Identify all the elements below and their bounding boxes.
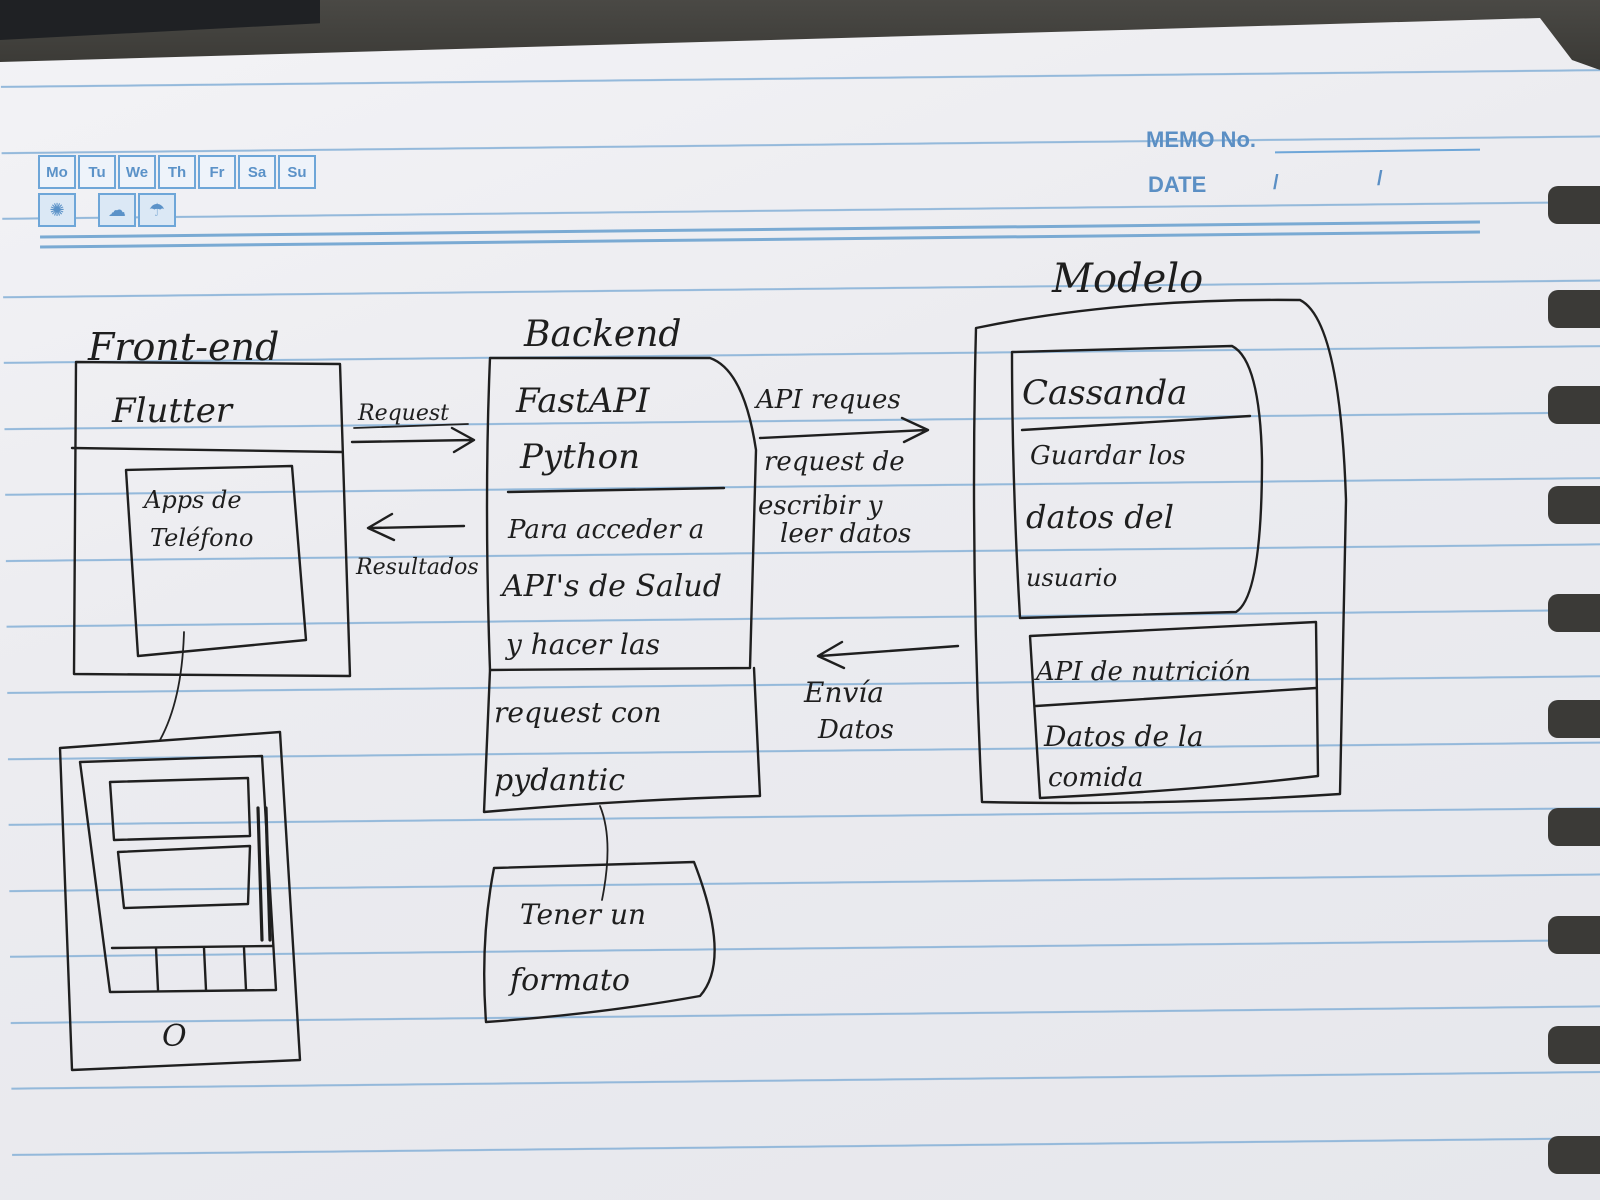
cassandra-desc-1: Guardar los: [1030, 441, 1186, 471]
date-label: DATE: [1148, 172, 1207, 197]
app-box: [124, 464, 308, 658]
flutter-label: Flutter: [111, 391, 234, 431]
connector-app-phone: [159, 631, 185, 741]
phone-sketch: O: [58, 730, 302, 1072]
binding-hole: [1548, 186, 1600, 224]
backend-box-top: [485, 356, 758, 672]
results-arrow: [366, 512, 466, 542]
phone-outline: [58, 730, 302, 1072]
envia-label: Envía: [803, 676, 884, 709]
format-note-box: [483, 860, 716, 1024]
cloud-icon: ☁: [98, 193, 136, 227]
phone-screen: [78, 754, 278, 994]
phone-scrollbar: [256, 806, 272, 942]
backend-fastapi: FastAPI: [515, 381, 650, 421]
frontend-box: [72, 360, 352, 678]
binding-hole: [1548, 290, 1600, 328]
binding-hole: [1548, 486, 1600, 524]
nutrition-api-box: [1028, 620, 1320, 800]
phone-card-1: [108, 776, 252, 842]
backend-desc-5: pydantic: [494, 763, 625, 798]
binding-hole: [1548, 700, 1600, 738]
umbrella-icon: ☂: [138, 193, 176, 227]
date-slash-1: /: [1273, 172, 1279, 194]
format-note-line2: formato: [508, 963, 630, 998]
app-label-line2: Teléfono: [150, 524, 253, 552]
modelo-title: Modelo: [1051, 256, 1203, 302]
backend-title: Backend: [523, 314, 681, 355]
binding-hole: [1548, 386, 1600, 424]
day-tu: Tu: [78, 155, 116, 189]
backend-desc-1: Para acceder a: [507, 515, 704, 545]
backend-section: Backend FastAPI Python Para acceder a AP…: [482, 314, 762, 1024]
binding-hole: [1548, 1136, 1600, 1174]
cassandra-box: [1010, 344, 1264, 620]
backend-divider: [506, 486, 726, 494]
backend-box-bottom: [482, 666, 762, 814]
request-label: Request: [357, 401, 449, 426]
cassandra-desc-3: usuario: [1026, 564, 1117, 592]
datos-label: Datos: [817, 715, 894, 745]
memo-number-label: MEMO No.: [1146, 127, 1256, 152]
app-label-line1: Apps de: [142, 486, 242, 514]
binding-hole: [1548, 1026, 1600, 1064]
nutrition-api-desc-2: comida: [1048, 763, 1143, 793]
day-we: We: [118, 155, 156, 189]
backend-desc-2: API's de Salud: [499, 569, 722, 604]
binding-hole: [1548, 916, 1600, 954]
day-sa: Sa: [238, 155, 276, 189]
backend-desc-3: y hacer las: [504, 628, 660, 661]
frontend-divider: [70, 446, 344, 454]
frontend-section: Front-end Flutter Apps de Teléfono: [70, 325, 352, 741]
phone-card-2: [116, 844, 252, 910]
api-request-label: API reques: [754, 385, 901, 415]
frontend-backend-arrows: Request Resultados: [350, 401, 479, 580]
nutrition-api-desc-1: Datos de la: [1043, 720, 1204, 753]
connector-note: [599, 805, 609, 901]
modelo-section: Modelo Cassanda Guardar los datos del us…: [972, 256, 1348, 805]
day-fr: Fr: [198, 155, 236, 189]
format-note-line1: Tener un: [520, 898, 646, 931]
backend-desc-4: request con: [494, 696, 662, 729]
nutrition-api-divider: [1034, 686, 1318, 708]
request-underline: [353, 423, 469, 429]
day-mo: Mo: [38, 155, 76, 189]
day-su: Su: [278, 155, 316, 189]
leer-label: leer datos: [780, 519, 911, 549]
cassandra-divider: [1020, 414, 1252, 432]
date-slash-2: /: [1377, 168, 1383, 190]
cassandra-title: Cassanda: [1022, 373, 1187, 413]
nutrition-api-title: API de nutrición: [1034, 657, 1251, 687]
envia-arrow: [816, 640, 960, 670]
backend-model-arrows: API reques request de escribir y leer da…: [754, 385, 960, 745]
binding-hole: [1548, 594, 1600, 632]
cassandra-desc-2: datos del: [1026, 498, 1174, 536]
sun-icon: ✺: [38, 193, 76, 227]
binding-hole: [1548, 808, 1600, 846]
request-arrow: [350, 426, 476, 454]
request-de-label: request de: [764, 447, 905, 477]
phone-tabbar-line: [110, 944, 274, 950]
phone-tabbar-dividers: [154, 946, 248, 992]
spiral-holes: [1530, 0, 1600, 1200]
escribir-label: escribir y: [758, 491, 883, 521]
day-th: Th: [158, 155, 196, 189]
api-request-arrow: [758, 416, 930, 444]
backend-python: Python: [519, 437, 640, 477]
results-label: Resultados: [355, 555, 479, 580]
phone-home-button: O: [162, 1019, 187, 1054]
modelo-outer-box: [972, 298, 1348, 805]
